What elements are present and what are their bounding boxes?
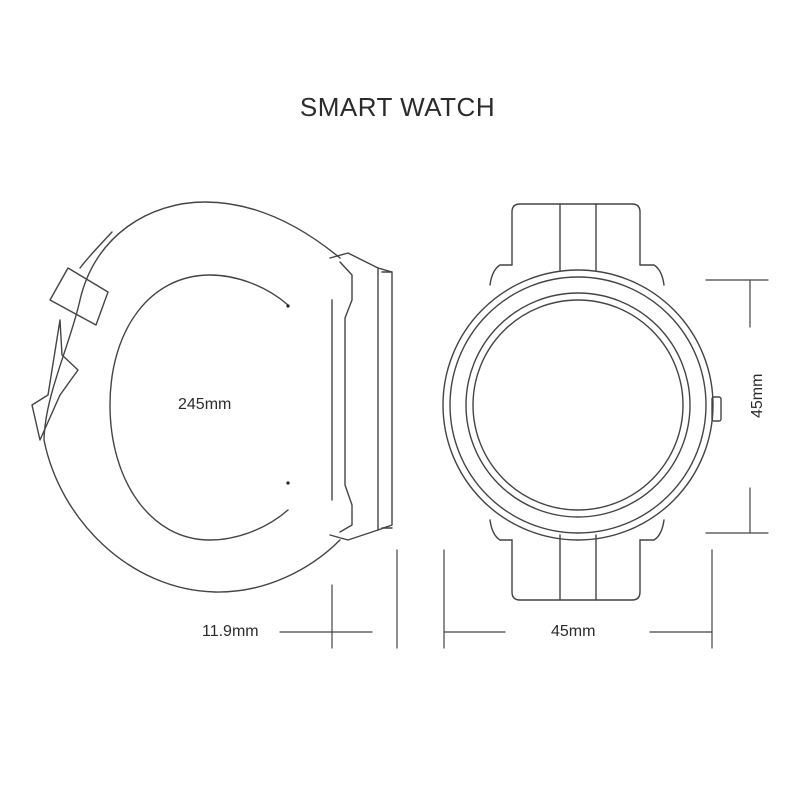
width-label: 45mm <box>551 623 596 640</box>
lug-top-left <box>489 264 513 286</box>
bezel <box>449 276 707 534</box>
band-inner-dot-top <box>286 304 290 308</box>
screen-outer <box>465 292 691 518</box>
height-dimension <box>705 279 769 534</box>
lug-bottom-left <box>489 519 513 541</box>
case-side-inner <box>339 261 353 533</box>
band-outer-loop <box>43 201 341 593</box>
band-tail-top <box>79 231 113 269</box>
case-outer <box>442 269 714 541</box>
side-view <box>31 201 393 593</box>
screen-inner <box>472 299 684 511</box>
diagram-title: SMART WATCH <box>299 92 496 122</box>
thickness-label: 11.9mm <box>202 623 259 640</box>
band-keeper <box>49 267 109 326</box>
band-inner-dot-bottom <box>286 481 290 485</box>
crown-button <box>711 396 722 422</box>
front-view <box>442 203 722 601</box>
width-dimension <box>443 549 713 649</box>
lug-bottom-right <box>639 519 665 541</box>
strap-bottom <box>511 539 641 601</box>
thickness-dimension <box>279 549 398 649</box>
band-inner-loop <box>109 274 289 541</box>
height-label: 45mm <box>749 373 766 418</box>
strap-top <box>511 203 641 266</box>
band-circumference-label: 245mm <box>178 396 232 413</box>
case-side-outer <box>329 252 393 541</box>
lug-top-right <box>639 264 665 286</box>
case-side-glass <box>381 271 393 529</box>
band-tail-bottom <box>31 319 79 441</box>
